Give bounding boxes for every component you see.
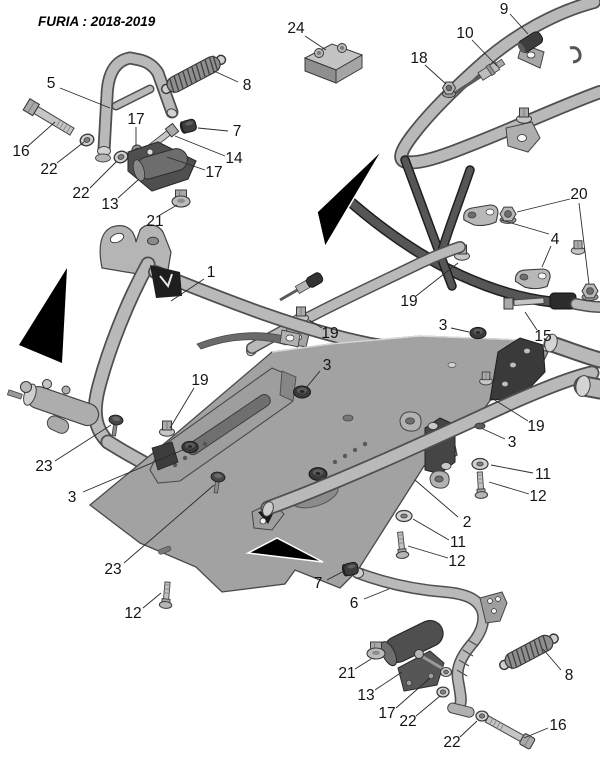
grommet-3 (293, 385, 311, 399)
bolt-12 (158, 581, 175, 610)
arrow-bottom (245, 537, 324, 563)
callout-21: 21 (146, 213, 163, 230)
kick-lever-6 (352, 567, 508, 718)
clamp-4 (514, 265, 552, 291)
callout-8: 8 (243, 77, 252, 94)
bolt-16-bottom (484, 715, 536, 750)
bracket-13-top (127, 141, 197, 192)
mounted-stud (279, 272, 324, 302)
bolt-16-top (22, 98, 75, 136)
callout-11: 11 (450, 534, 466, 551)
callout-16: 16 (12, 143, 29, 160)
callout-14: 14 (225, 150, 243, 167)
grommet-3 (469, 326, 487, 340)
callout-18: 18 (410, 50, 427, 67)
callout-22: 22 (72, 185, 89, 202)
view-arrows (19, 148, 384, 563)
steering-head (6, 379, 100, 434)
flange-bolt (516, 107, 532, 124)
leader-lines (27, 13, 590, 739)
callout-6: 6 (350, 595, 359, 612)
callout-19: 19 (191, 372, 208, 389)
panel-right-brackets (399, 337, 546, 489)
callout-22: 22 (399, 713, 416, 730)
callout-10: 10 (456, 25, 474, 42)
callout-17: 17 (378, 705, 395, 722)
spring-8-bottom (499, 633, 559, 671)
callout-2: 2 (463, 514, 472, 531)
callout-19: 19 (527, 418, 544, 435)
callout-12: 12 (529, 488, 546, 505)
clamp-4 (463, 204, 499, 227)
spring-8-top (161, 54, 227, 95)
callout-19: 19 (321, 325, 338, 342)
callout-21: 21 (338, 665, 355, 682)
callout-19: 19 (400, 293, 417, 310)
callout-3: 3 (323, 357, 332, 374)
callout-4: 4 (551, 231, 560, 248)
callout-23: 23 (104, 561, 121, 578)
callout-22: 22 (40, 161, 57, 178)
callout-22: 22 (443, 734, 460, 751)
washer-11 (471, 457, 489, 471)
bolt-15 (503, 297, 545, 310)
support-arm (149, 367, 297, 484)
callout-11: 11 (535, 466, 551, 483)
callout-13: 13 (357, 687, 374, 704)
arm-bracket (151, 441, 179, 471)
callout-13: 13 (101, 196, 118, 213)
callout-8: 8 (565, 667, 574, 684)
clamp-13-bottom (380, 619, 446, 692)
bolt-21-top (171, 189, 191, 208)
rubber-cap-7-top (178, 117, 198, 135)
rear-rail-lower (260, 333, 600, 517)
grab-bar-5 (95, 51, 179, 163)
callout-24: 24 (287, 20, 305, 37)
washer-22 (78, 131, 96, 149)
grommet-3 (181, 440, 199, 454)
diagram-title: FURIA : 2018-2019 (38, 14, 156, 29)
callout-17: 17 (205, 164, 222, 181)
bolt-12 (393, 530, 410, 560)
frame-gusset (150, 265, 182, 298)
callout-3: 3 (68, 489, 77, 506)
rear-frame-loop (394, 0, 600, 170)
nut-18 (441, 81, 457, 98)
fender-edge (196, 332, 289, 350)
callout-12: 12 (124, 605, 141, 622)
callout-1: 1 (207, 264, 216, 281)
callout-20: 20 (570, 186, 588, 203)
washer-11 (395, 509, 413, 523)
flange-bolt (570, 240, 586, 255)
bolt-19 (159, 420, 175, 437)
rubber-cap-9 (517, 31, 544, 54)
panel-hole (474, 422, 486, 430)
callout-5: 5 (47, 75, 56, 92)
nut-20 (499, 206, 517, 224)
callout-7: 7 (314, 575, 323, 592)
nut-20 (581, 283, 599, 301)
callout-23: 23 (35, 458, 52, 475)
adjuster-10 (451, 58, 506, 97)
callout-17: 17 (127, 111, 144, 128)
mount-block-24 (303, 43, 364, 84)
callout-12: 12 (448, 553, 465, 570)
callout-labels: 5 16 22 17 22 13 7 14 17 21 8 24 9 10 18… (12, 1, 588, 751)
callout-15: 15 (534, 328, 551, 345)
callout-7: 7 (233, 123, 242, 140)
callout-9: 9 (500, 1, 509, 18)
arrow-left (19, 268, 67, 363)
callout-3: 3 (439, 317, 448, 334)
washer-22 (436, 686, 450, 698)
callout-3: 3 (508, 434, 517, 451)
washer-22 (439, 666, 453, 678)
callout-16: 16 (549, 717, 566, 734)
bolt-12 (473, 471, 489, 500)
arrow-mid (316, 148, 384, 250)
